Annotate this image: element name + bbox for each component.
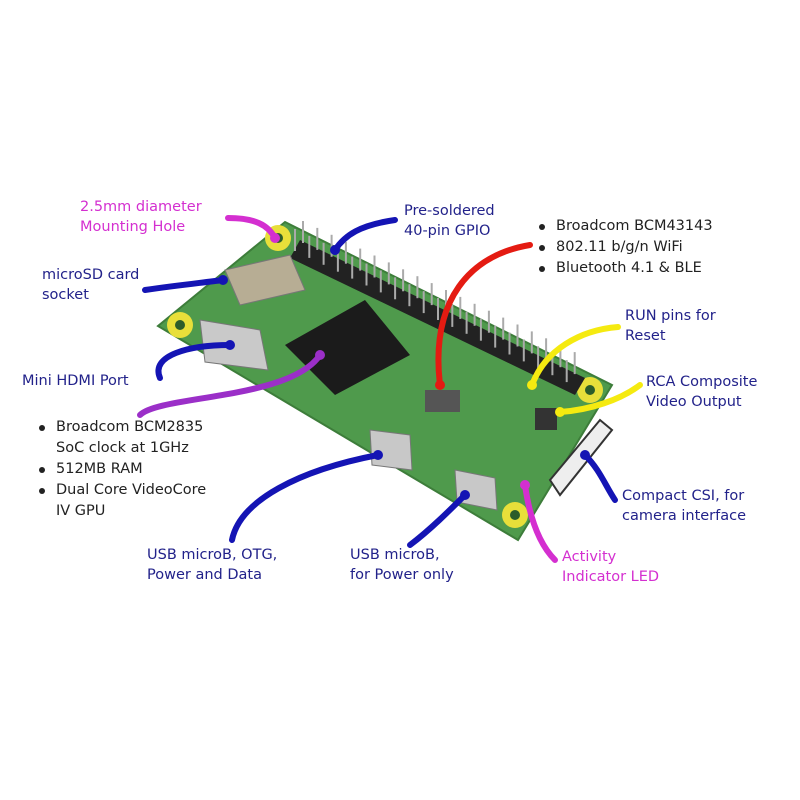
label-run-pins: RUN pins for Reset: [625, 306, 716, 346]
leader-csi: [582, 452, 618, 503]
label-line: Mounting Hole: [80, 219, 186, 235]
label-gpio: Pre-soldered 40-pin GPIO: [404, 201, 495, 241]
label-line: USB microB, OTG,: [147, 547, 278, 563]
label-line: Pre-soldered: [404, 203, 495, 219]
leader-dots: [218, 233, 590, 500]
leader-activity-led: [522, 482, 558, 563]
label-line: Indicator LED: [562, 569, 660, 585]
label-usb-power: USB microB, for Power only: [350, 545, 454, 585]
label-line: 2.5mm diameter: [80, 199, 202, 215]
label-microsd: microSD card socket: [42, 265, 139, 305]
spec-item: Dual Core VideoCore: [36, 480, 206, 501]
spec-item: Broadcom BCM43143: [536, 216, 713, 237]
label-line: Power and Data: [147, 567, 262, 583]
label-hdmi: Mini HDMI Port: [22, 371, 129, 391]
label-line: USB microB,: [350, 547, 440, 563]
leader-soc: [137, 352, 323, 418]
label-usb-otg: USB microB, OTG, Power and Data: [147, 545, 277, 585]
label-mounting-hole: 2.5mm diameter Mounting Hole: [80, 197, 202, 237]
spec-item: SoC clock at 1GHz: [56, 440, 189, 456]
wifi-chip: [425, 390, 460, 412]
label-line: Reset: [625, 328, 666, 344]
label-line: camera interface: [622, 508, 747, 524]
leader-microsd: [142, 277, 226, 293]
spec-item: Broadcom BCM2835: [36, 417, 206, 438]
rca-pads: [535, 408, 557, 430]
leader-hdmi: [155, 342, 233, 381]
spec-item: 802.11 b/g/n WiFi: [536, 237, 713, 258]
label-line: Mini HDMI Port: [22, 373, 129, 389]
label-line: socket: [42, 287, 89, 303]
usb-power-port: [454, 469, 498, 511]
leader-gpio: [332, 217, 398, 253]
leader-run-pins: [529, 324, 621, 388]
label-line: microSD card: [42, 267, 140, 283]
soc-chip: [285, 300, 410, 395]
label-activity-led: Activity Indicator LED: [562, 547, 659, 587]
label-line: Compact CSI, for: [622, 488, 745, 504]
leader-wifi: [435, 242, 533, 388]
spec-item: 512MB RAM: [36, 459, 206, 480]
spec-item: Bluetooth 4.1 & BLE: [536, 258, 713, 279]
spec-item: IV GPU: [56, 503, 106, 519]
leader-usb-power: [407, 492, 468, 548]
label-csi: Compact CSI, for camera interface: [622, 486, 746, 526]
usb-otg-port: [369, 429, 413, 471]
label-line: for Power only: [350, 567, 454, 583]
label-rca: RCA Composite Video Output: [646, 372, 757, 412]
label-line: RUN pins for: [625, 308, 716, 324]
label-line: 40-pin GPIO: [404, 223, 491, 239]
label-line: Video Output: [646, 394, 742, 410]
wireless-spec-list: Broadcom BCM43143 802.11 b/g/n WiFi Blue…: [536, 216, 713, 279]
label-line: Activity: [562, 549, 617, 565]
label-line: RCA Composite: [646, 374, 758, 390]
soc-spec-list: Broadcom BCM2835 SoC clock at 1GHz 512MB…: [36, 417, 206, 522]
leader-usb-otg: [229, 452, 381, 543]
microsd-socket: [224, 254, 306, 306]
leader-rca: [557, 382, 643, 415]
